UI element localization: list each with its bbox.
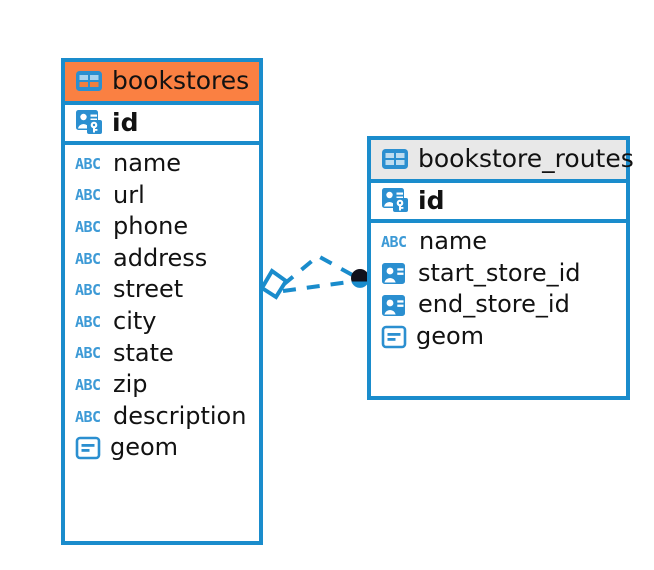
field-name: address: [113, 243, 208, 272]
foreign-key-icon: [382, 263, 405, 285]
field-row[interactable]: ABC name: [65, 148, 259, 180]
field-name: start_store_id: [418, 258, 581, 287]
field-row[interactable]: ABC zip: [65, 369, 259, 401]
svg-text:ABC: ABC: [75, 344, 101, 362]
field-name: street: [113, 275, 184, 304]
field-name: state: [113, 338, 174, 367]
field-row[interactable]: geom: [65, 432, 259, 464]
svg-text:ABC: ABC: [75, 313, 101, 331]
svg-text:ABC: ABC: [75, 281, 101, 299]
abc-text-icon: ABC: [75, 376, 101, 394]
field-name: geom: [416, 321, 485, 350]
field-name: description: [113, 401, 247, 430]
svg-text:ABC: ABC: [75, 218, 101, 236]
abc-text-icon: ABC: [75, 218, 101, 236]
geometry-icon: [75, 436, 101, 460]
abc-text-icon: ABC: [75, 344, 101, 362]
svg-text:ABC: ABC: [75, 155, 101, 173]
field-list-bookstores: ABC name ABC url ABC phone ABC: [65, 145, 259, 468]
primary-key-icon: [76, 110, 102, 135]
field-name: end_store_id: [418, 290, 570, 319]
entity-title: bookstore_routes: [418, 144, 634, 173]
field-row[interactable]: ABC description: [65, 401, 259, 433]
primary-key-name: id: [112, 107, 139, 137]
abc-text-icon: ABC: [75, 155, 101, 173]
field-name: url: [113, 180, 145, 209]
foreign-key-icon: [382, 294, 405, 316]
field-name: city: [113, 306, 157, 335]
svg-text:ABC: ABC: [75, 408, 101, 426]
field-row[interactable]: ABC address: [65, 243, 259, 275]
primary-key-name: id: [418, 185, 445, 215]
field-row[interactable]: ABC city: [65, 306, 259, 338]
svg-text:ABC: ABC: [75, 250, 101, 268]
field-row[interactable]: ABC phone: [65, 211, 259, 243]
svg-text:ABC: ABC: [75, 376, 101, 394]
field-row[interactable]: start_store_id: [371, 258, 626, 290]
primary-key-row[interactable]: id: [371, 183, 626, 223]
table-icon: [76, 70, 102, 91]
field-row[interactable]: ABC street: [65, 274, 259, 306]
abc-text-icon: ABC: [75, 250, 101, 268]
abc-text-icon: ABC: [75, 281, 101, 299]
table-icon: [382, 148, 408, 169]
field-row[interactable]: ABC url: [65, 180, 259, 212]
field-name: name: [419, 227, 488, 255]
svg-text:ABC: ABC: [381, 233, 407, 251]
entity-header-bookstores[interactable]: bookstores: [65, 62, 259, 105]
field-row[interactable]: ABC state: [65, 338, 259, 370]
entity-table-bookstores[interactable]: bookstores id ABC name: [61, 58, 263, 545]
diamond-outline-marker: [259, 268, 289, 300]
field-name: phone: [113, 212, 189, 241]
svg-text:ABC: ABC: [75, 186, 101, 204]
geometry-icon: [381, 325, 407, 348]
field-row[interactable]: end_store_id: [371, 289, 626, 321]
abc-text-icon: ABC: [75, 408, 101, 426]
relationship-branch-lower: [282, 279, 357, 293]
abc-text-icon: ABC: [381, 233, 407, 251]
entity-table-bookstore-routes[interactable]: bookstore_routes id ABC: [367, 136, 634, 400]
entity-title: bookstores: [112, 66, 250, 95]
entity-header-bookstore-routes[interactable]: bookstore_routes: [371, 140, 634, 183]
field-row[interactable]: ABC name: [371, 226, 626, 258]
abc-text-icon: ABC: [75, 186, 101, 204]
field-name: geom: [110, 433, 179, 462]
relationship-branch-upper: [281, 253, 357, 287]
field-name: zip: [113, 370, 148, 399]
abc-text-icon: ABC: [75, 313, 101, 331]
field-row[interactable]: geom: [371, 321, 626, 353]
field-list-bookstore-routes: ABC name start_store_id: [371, 223, 626, 356]
primary-key-row[interactable]: id: [65, 105, 259, 145]
primary-key-icon: [382, 188, 408, 213]
field-name: name: [113, 149, 182, 177]
